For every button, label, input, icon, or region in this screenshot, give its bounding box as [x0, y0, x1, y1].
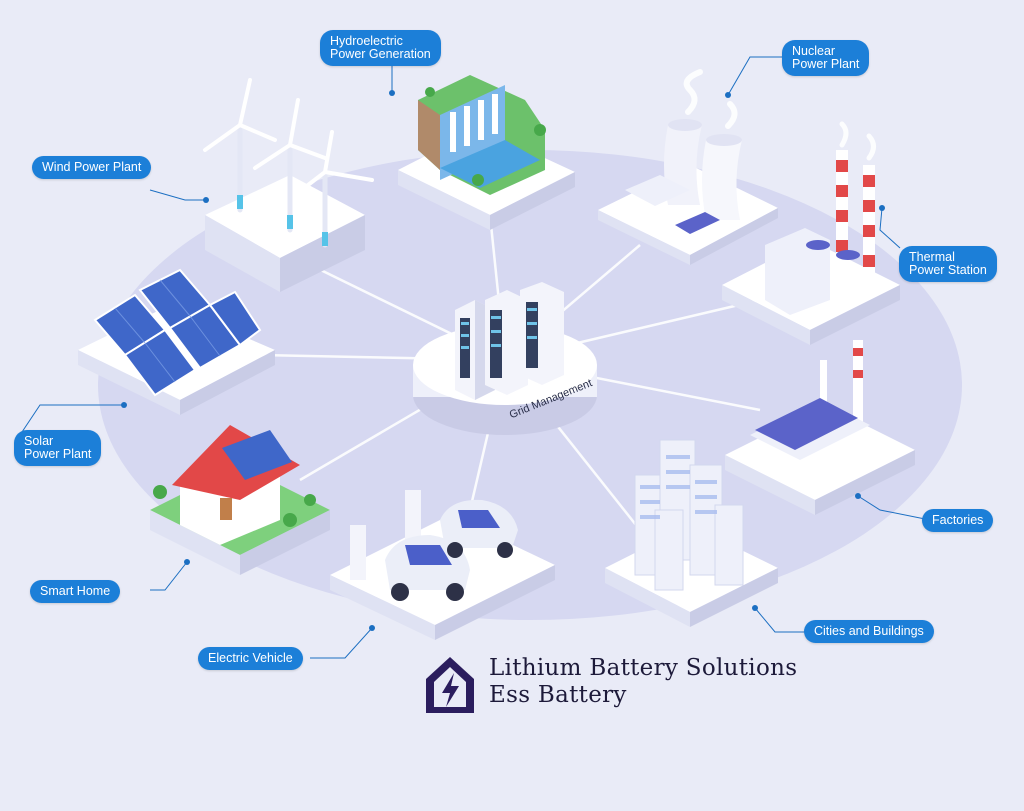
- label-smart-home-text: Smart Home: [40, 584, 111, 598]
- label-nuclear-line1: Nuclear: [792, 44, 836, 58]
- thermal-power-station-illustration: [722, 121, 900, 345]
- label-factories: Factories: [922, 509, 994, 532]
- label-cities-text: Cities and Buildings: [814, 624, 924, 638]
- label-wind-text: Wind Power Plant: [42, 160, 142, 174]
- brand-line2: Ess Battery: [489, 682, 627, 708]
- label-solar: Solar Power Plant: [14, 430, 102, 466]
- label-thermal-line1: Thermal: [909, 250, 955, 264]
- electric-vehicle-illustration: [330, 490, 555, 640]
- leader-lines: [17, 56, 931, 659]
- label-solar-line2: Power Plant: [24, 447, 92, 461]
- label-wind-power-plant: Wind Power Plant: [32, 156, 152, 179]
- smart-home-illustration: [150, 425, 330, 575]
- label-hydroelectric: Hydroelectric Power Generation: [320, 30, 441, 66]
- brand-block: Lithium Battery Solutions Ess Battery: [425, 655, 797, 715]
- brand-line1: Lithium Battery Solutions: [489, 655, 798, 681]
- nuclear-plant-illustration: [598, 69, 778, 265]
- solar-power-plant-illustration: [78, 268, 275, 415]
- label-ev-text: Electric Vehicle: [208, 651, 293, 665]
- wind-power-plant-illustration: [203, 78, 374, 292]
- label-nuclear-line2: Power Plant: [792, 57, 860, 71]
- car-icon: [440, 499, 518, 558]
- label-cities: Cities and Buildings: [804, 620, 934, 643]
- grid-management-hub: Grid Management: [413, 282, 597, 435]
- label-smart-home: Smart Home: [30, 580, 121, 603]
- label-electric-vehicle: Electric Vehicle: [198, 647, 303, 670]
- server-rack-icon: [455, 282, 564, 400]
- leader-dots: [121, 90, 885, 631]
- brand-text: Lithium Battery Solutions Ess Battery: [489, 655, 797, 709]
- label-thermal-line2: Power Station: [909, 263, 987, 277]
- label-hydro-line2: Power Generation: [330, 47, 431, 61]
- label-solar-line1: Solar: [24, 434, 54, 448]
- house-lightning-icon: [426, 657, 474, 713]
- label-thermal: Thermal Power Station: [899, 246, 997, 282]
- label-factories-text: Factories: [932, 513, 984, 527]
- hydroelectric-plant-illustration: [398, 75, 575, 230]
- cities-buildings-illustration: [605, 439, 778, 627]
- label-hydro-line1: Hydroelectric: [330, 34, 403, 48]
- label-nuclear: Nuclear Power Plant: [782, 40, 870, 76]
- factories-illustration: [725, 340, 915, 515]
